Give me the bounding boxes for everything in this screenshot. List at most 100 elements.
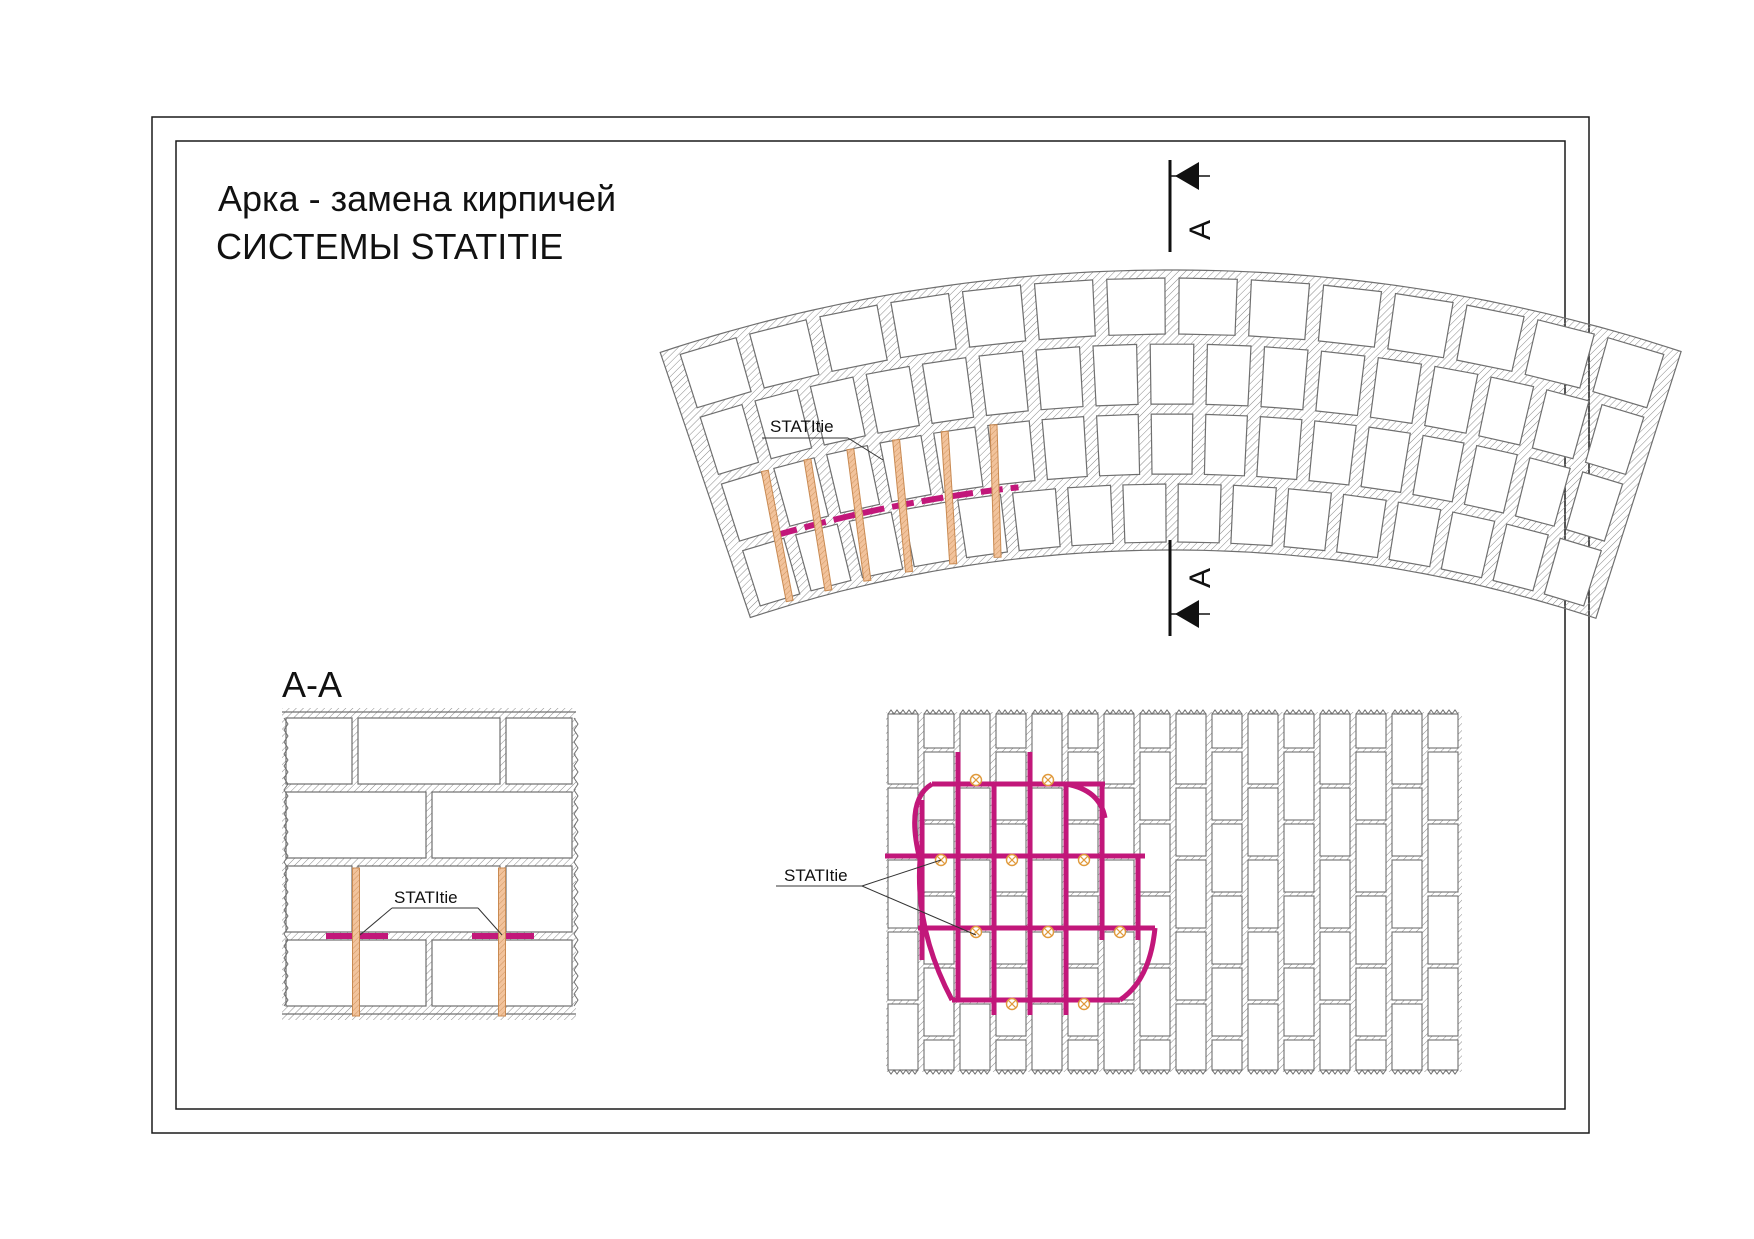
wall-break-line bbox=[1319, 1069, 1351, 1075]
wall-break-line bbox=[1391, 1069, 1423, 1075]
wall-break-line bbox=[887, 709, 919, 715]
wall-brick bbox=[1355, 713, 1387, 749]
arch-brick bbox=[1369, 357, 1423, 425]
wall-brick bbox=[1247, 1003, 1279, 1071]
wall-break-line bbox=[1067, 1069, 1099, 1075]
section-break-line bbox=[283, 717, 289, 1007]
section-brick bbox=[505, 865, 573, 933]
arch-brick bbox=[1335, 493, 1387, 559]
wall-break-line bbox=[1103, 709, 1135, 715]
wall-brick bbox=[1175, 931, 1207, 1001]
wall-brick bbox=[1283, 1039, 1315, 1071]
anchor-cross-icon bbox=[1077, 853, 1091, 867]
wall-repair-outline bbox=[1118, 927, 1158, 1003]
wall-brick bbox=[1283, 713, 1315, 749]
section-brick bbox=[285, 865, 353, 933]
section-mark-top: A bbox=[1184, 220, 1217, 240]
arch-brick bbox=[1492, 523, 1550, 592]
wall-break-line bbox=[1247, 1069, 1279, 1075]
wall-brick bbox=[1283, 823, 1315, 893]
anchor-cross-icon bbox=[1077, 997, 1091, 1011]
arch-brick bbox=[1067, 484, 1114, 547]
wall-break-line bbox=[1355, 709, 1387, 715]
wall-break-line bbox=[1175, 709, 1207, 715]
arch-brick bbox=[754, 389, 813, 460]
wall-brick bbox=[887, 859, 919, 929]
arch-brick bbox=[1178, 277, 1238, 336]
wall-brick bbox=[1319, 859, 1351, 929]
wall-brick bbox=[1427, 751, 1459, 821]
arch-brick bbox=[1387, 292, 1454, 359]
arch-brick bbox=[1531, 389, 1590, 460]
wall-brick bbox=[1211, 967, 1243, 1037]
wall-brick bbox=[1103, 713, 1135, 785]
anchor-cross-icon bbox=[1005, 853, 1019, 867]
wall-brick bbox=[1175, 1003, 1207, 1071]
arch-brick bbox=[1543, 537, 1603, 607]
wall-brick bbox=[1103, 859, 1135, 929]
arch-brick bbox=[1514, 457, 1571, 527]
wall-brick bbox=[1283, 895, 1315, 965]
section-brick bbox=[285, 717, 353, 785]
wall-brick bbox=[1067, 713, 1099, 749]
arch-brick bbox=[1283, 488, 1333, 552]
section-arrow-icon bbox=[1175, 600, 1199, 628]
arch-brick bbox=[699, 403, 760, 476]
statitie-bar bbox=[940, 430, 958, 565]
wall-break-line bbox=[1031, 1069, 1063, 1075]
wall-brick bbox=[923, 713, 955, 749]
wall-break-line bbox=[1067, 709, 1099, 715]
wall-break-line bbox=[923, 1069, 955, 1075]
arch-brick bbox=[865, 365, 920, 434]
wall-brick bbox=[1319, 713, 1351, 785]
section-cut-bottom: A bbox=[1168, 540, 1217, 636]
wall-brick bbox=[1355, 823, 1387, 893]
wall-brick bbox=[959, 859, 991, 929]
wall-brick bbox=[1355, 1039, 1387, 1071]
wall-break-line bbox=[1391, 709, 1423, 715]
arch-tie-label: STATItie bbox=[770, 417, 834, 436]
arch-tie-callout: STATItie bbox=[762, 417, 884, 461]
wall-repair-outline bbox=[912, 781, 955, 1002]
anchor-cross-icon bbox=[969, 773, 983, 787]
arch-brick bbox=[1424, 365, 1479, 434]
wall-brick bbox=[1391, 713, 1423, 785]
section-brick bbox=[357, 717, 501, 785]
wall-break-line bbox=[923, 709, 955, 715]
section-brick bbox=[431, 791, 573, 859]
wall-break-line bbox=[1283, 709, 1315, 715]
arch-brick bbox=[819, 304, 888, 373]
wall-brick bbox=[1103, 787, 1135, 857]
section-cut-top: A bbox=[1168, 160, 1217, 252]
anchor-cross-icon bbox=[969, 925, 983, 939]
wall-brick bbox=[1247, 787, 1279, 857]
outer-frame bbox=[151, 116, 1590, 1134]
statitie-bar bbox=[892, 438, 914, 573]
wall-brick bbox=[1391, 859, 1423, 929]
wall-brick bbox=[959, 787, 991, 857]
section-arrow-icon bbox=[1175, 162, 1199, 190]
arch-brick bbox=[890, 292, 957, 359]
arch-brick bbox=[1149, 343, 1195, 405]
wall-break-line bbox=[887, 1069, 919, 1075]
wall-brick bbox=[1211, 713, 1243, 749]
arch-brick bbox=[1565, 471, 1624, 542]
wall-break-line bbox=[959, 1069, 991, 1075]
arch-brick bbox=[1035, 346, 1084, 411]
wall-repair-outline bbox=[1065, 781, 1108, 819]
wall-brick bbox=[1103, 931, 1135, 1001]
wall-break-line bbox=[1211, 1069, 1243, 1075]
arch-brick bbox=[1203, 413, 1249, 477]
wall-break-line bbox=[959, 709, 991, 715]
drawing-title-line1: Арка - замена кирпичей bbox=[218, 178, 616, 219]
wall-brick bbox=[1319, 787, 1351, 857]
arch-brick bbox=[1095, 413, 1141, 477]
wall-break-line bbox=[1211, 709, 1243, 715]
statitie-bar bbox=[498, 867, 506, 1017]
arch-elevation bbox=[659, 269, 1682, 620]
anchor-cross-icon bbox=[1005, 997, 1019, 1011]
wall-brick bbox=[1103, 1003, 1135, 1071]
arch-brick bbox=[1456, 304, 1525, 373]
wall-brick bbox=[1175, 713, 1207, 785]
wall-brick bbox=[923, 1039, 955, 1071]
